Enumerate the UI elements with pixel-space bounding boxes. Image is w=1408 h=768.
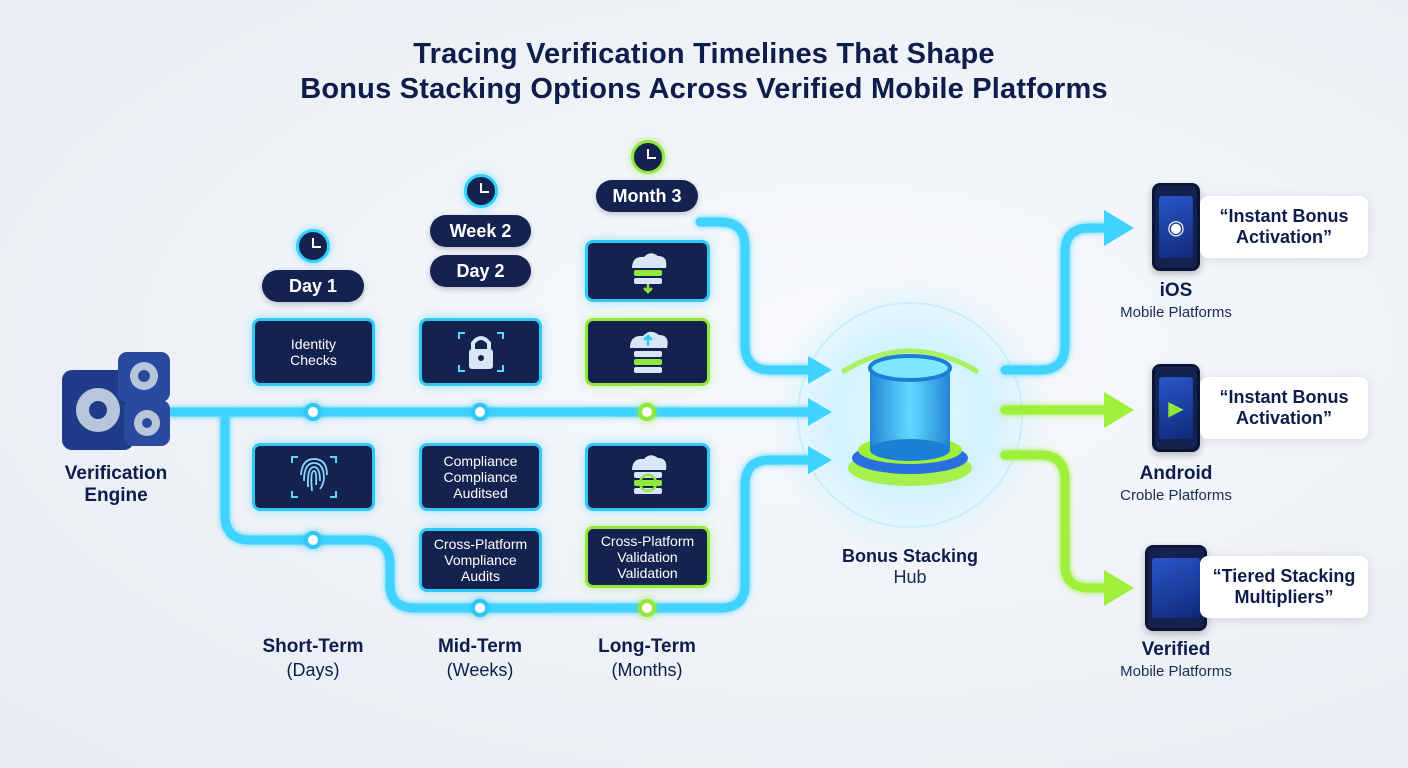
timeline-node-week2 (471, 403, 489, 421)
verification-engine-label: Verification Engine (64, 463, 168, 506)
play-store-icon: ▶ (1168, 397, 1184, 420)
gears-icon (62, 352, 172, 452)
identity-checks-card: Identity Checks (252, 318, 375, 386)
stage-mid-term-sub: (Weeks) (446, 660, 514, 680)
android-phone: ▶ (1152, 364, 1200, 452)
lower-branch-line (220, 415, 815, 613)
android-platform-label: Android Croble Platforms (1100, 463, 1252, 504)
tablet-icon (1145, 545, 1207, 631)
verified-platform-name: Verified (1141, 639, 1211, 660)
database-check-card (585, 443, 710, 511)
stage-mid-term-name: Mid-Term (437, 636, 523, 657)
stage-mid-term: Mid-Term (Weeks) (407, 636, 553, 681)
cross-platform-audits-card: Cross-Platform Vompliance Audits (419, 528, 542, 592)
upper-branch-line (695, 217, 815, 375)
ios-platform-name: iOS (1159, 280, 1193, 301)
clock-icon-week2 (464, 174, 498, 208)
cloud-sync-card (585, 240, 710, 302)
hub-label-line1: Bonus Stacking (841, 546, 979, 566)
stage-short-term-sub: (Days) (286, 660, 340, 680)
verified-platform-label: Verified Mobile Platforms (1100, 639, 1252, 680)
stage-long-term-name: Long-Term (598, 636, 696, 657)
arrowhead-verified (1104, 570, 1134, 606)
timeline-node-lower-short (304, 531, 322, 549)
stage-long-term: Long-Term (Months) (574, 636, 720, 681)
compliance-audited-card: Compliance Compliance Auditsed (419, 443, 542, 511)
page-title-line-1: Tracing Verification Timelines That Shap… (413, 38, 995, 70)
clock-icon-day1 (296, 229, 330, 263)
ios-platform-sub: Mobile Platforms (1120, 304, 1232, 321)
lock-card (419, 318, 542, 386)
cross-platform-validation-card: Cross-Platform Validation Validation (585, 526, 710, 588)
bonus-stacking-hub-label: Bonus Stacking Hub (820, 546, 1000, 588)
page-title-line-2: Bonus Stacking Options Across Verified M… (300, 73, 1108, 105)
identity-checks-label: Identity Checks (290, 336, 337, 368)
arrowhead-upper (808, 356, 832, 384)
arrowhead-android (1104, 392, 1134, 428)
ios-quote: “Instant Bonus Activation” (1200, 196, 1368, 258)
clock-icon-month3 (631, 140, 665, 174)
padlock-icon (457, 332, 504, 372)
hub-label-line2: Hub (893, 567, 927, 587)
android-platform-name: Android (1139, 463, 1213, 484)
verified-quote: “Tiered Stacking Multipliers” (1200, 556, 1368, 618)
verified-output-line (1000, 450, 1115, 593)
cross-platform-validation-label: Cross-Platform Validation Validation (600, 533, 695, 581)
arrowhead-main (808, 398, 832, 426)
ios-output-line (1000, 223, 1115, 375)
apple-icon: ◉ (1167, 216, 1185, 239)
time-pill-day2: Day 2 (430, 255, 531, 287)
compliance-audited-label: Compliance Compliance Auditsed (443, 453, 518, 501)
cross-platform-audits-label: Cross-Platform Vompliance Audits (433, 536, 528, 584)
cloud-database-upload-icon (629, 331, 668, 373)
verified-platform-sub: Mobile Platforms (1120, 663, 1232, 680)
time-pill-month3: Month 3 (596, 180, 698, 212)
stage-short-term: Short-Term (Days) (240, 636, 386, 681)
timeline-node-lower-mid (471, 599, 489, 617)
ios-phone: ◉ (1152, 183, 1200, 271)
timeline-node-lower-long (638, 599, 656, 617)
stage-short-term-name: Short-Term (262, 636, 364, 657)
cloud-upload-card (585, 318, 710, 386)
android-quote: “Instant Bonus Activation” (1200, 377, 1368, 439)
ios-platform-label: iOS Mobile Platforms (1100, 280, 1252, 321)
stage-long-term-sub: (Months) (611, 660, 683, 680)
fingerprint-icon (290, 456, 337, 498)
timeline-node-month3 (638, 403, 656, 421)
arrowhead-lower (808, 446, 832, 474)
timeline-node-day1 (304, 403, 322, 421)
cloud-database-sync-icon (631, 253, 666, 294)
arrowhead-ios (1104, 210, 1134, 246)
database-check-icon (631, 455, 666, 494)
fingerprint-card (252, 443, 375, 511)
android-platform-sub: Croble Platforms (1120, 487, 1232, 504)
time-pill-week2: Week 2 (430, 215, 531, 247)
time-pill-day1: Day 1 (262, 270, 364, 302)
